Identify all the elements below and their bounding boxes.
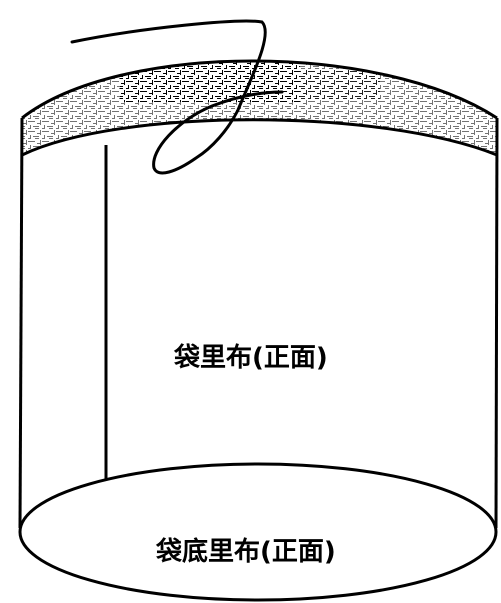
cylinder-right-side xyxy=(494,117,499,529)
top-band xyxy=(21,59,498,157)
cylinder-left-side xyxy=(18,117,24,529)
lining-front-label: 袋里布(正面) xyxy=(173,343,328,373)
thread-loop xyxy=(70,19,284,175)
bottom-ellipse xyxy=(18,462,498,602)
top-band-outline xyxy=(21,59,498,120)
bottom-lining-front-label: 袋底里布(正面) xyxy=(155,536,336,567)
top-band-bottom-edge xyxy=(21,118,498,157)
